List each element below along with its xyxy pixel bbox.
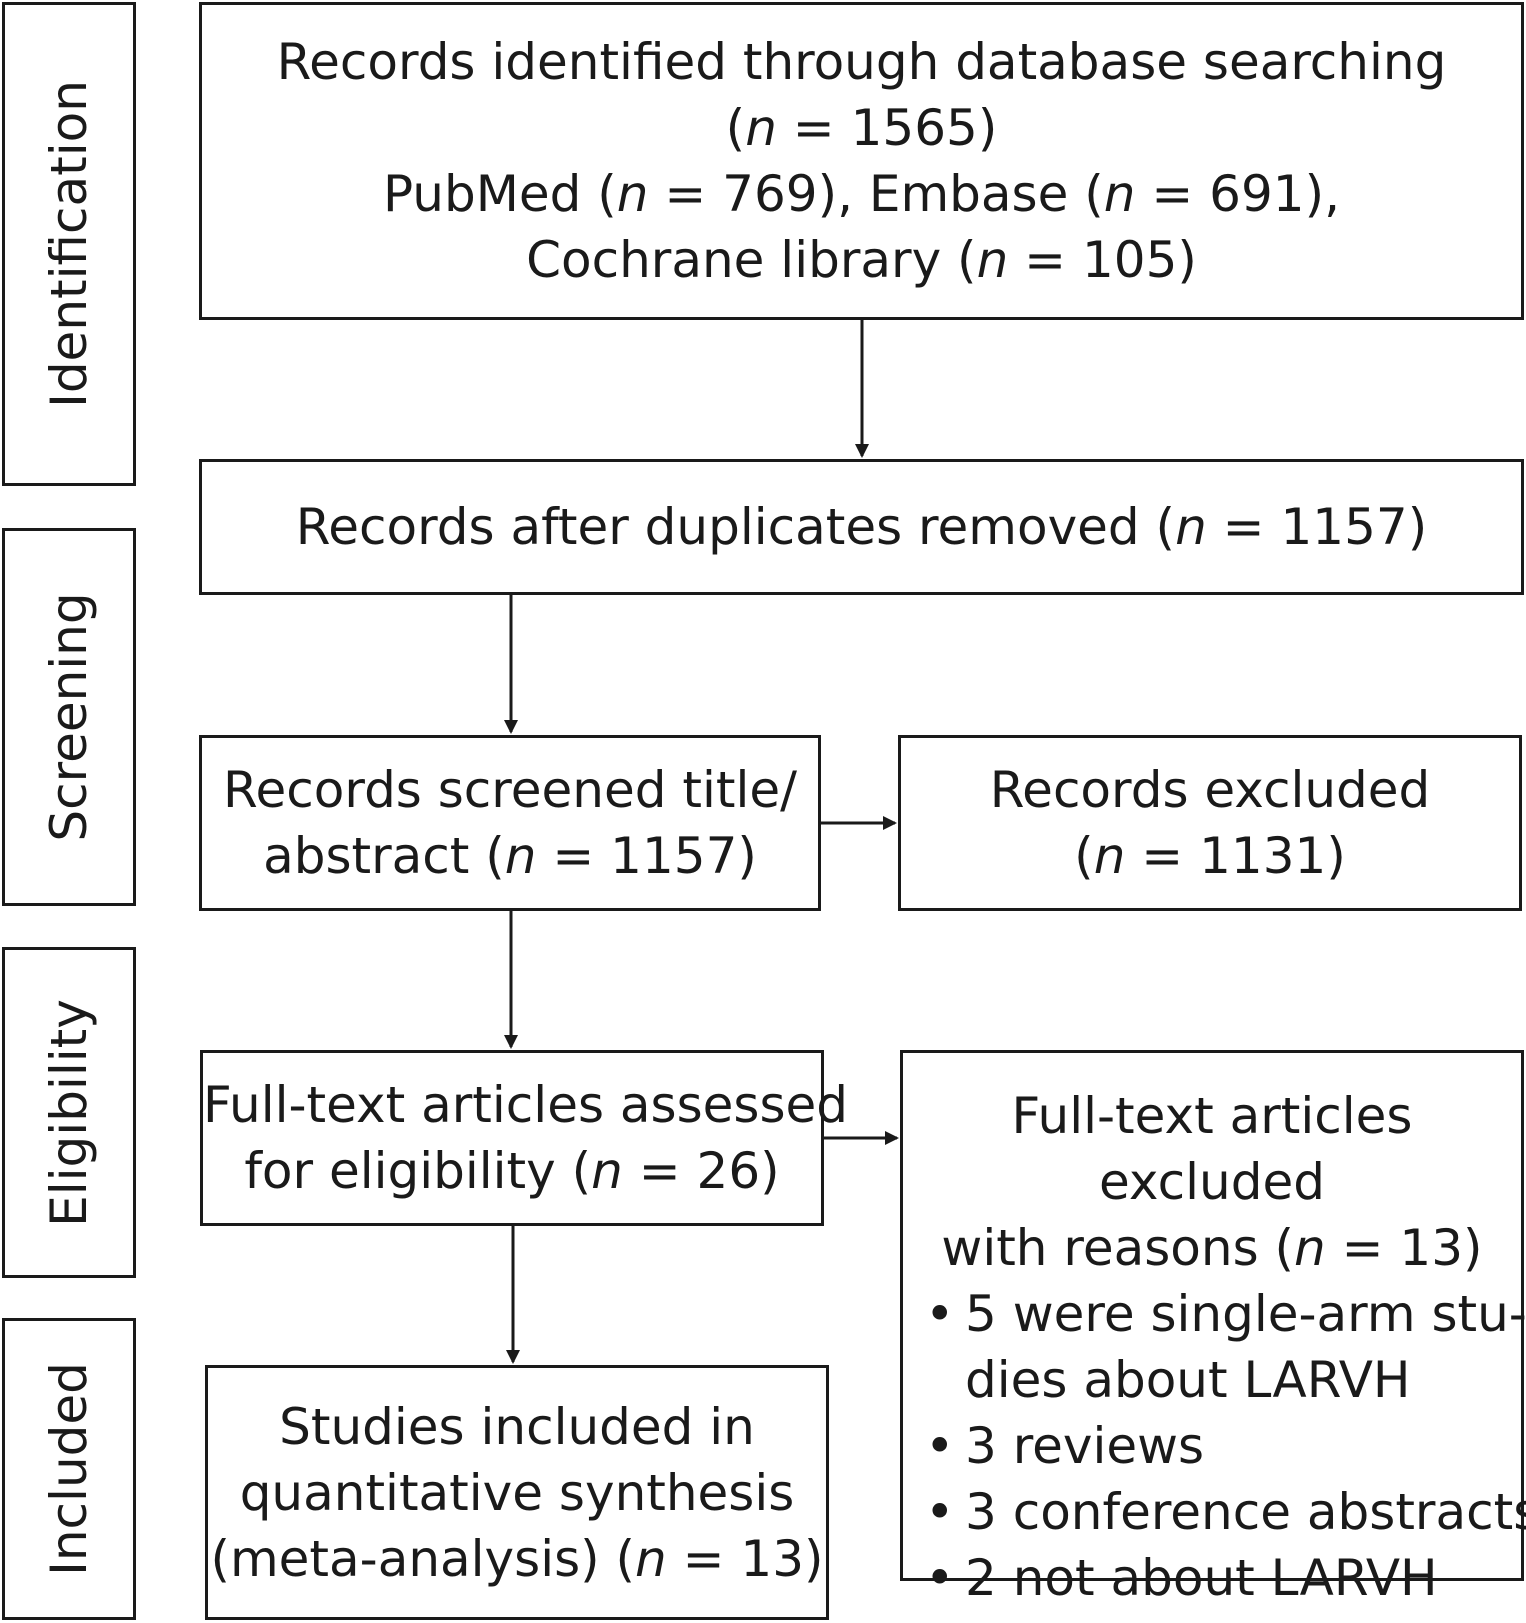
records-identified-total: (n = 1565) <box>725 99 998 157</box>
records-identified-title: Records identified through database sear… <box>276 33 1447 91</box>
stage-eligibility: Eligibility <box>2 947 136 1278</box>
records-after-duplicates-box: Records after duplicates removed (n = 11… <box>199 459 1524 595</box>
fulltext-excluded-title: Full-text articles excluded <box>1011 1087 1413 1211</box>
records-screened-count: abstract (n = 1157) <box>263 827 757 885</box>
exclusion-reasons-list: 5 were single-arm stu-dies about LARVH 3… <box>903 1281 1526 1611</box>
stage-included: Included <box>2 1318 136 1620</box>
records-identified-box: Records identified through database sear… <box>199 2 1524 320</box>
studies-included-line3: (meta-analysis) (n = 13) <box>210 1529 824 1588</box>
records-screened-box: Records screened title/ abstract (n = 11… <box>199 735 821 911</box>
stage-identification: Identification <box>2 2 136 486</box>
records-screened-title: Records screened title/ <box>223 761 797 819</box>
list-item: 3 reviews <box>925 1413 1521 1479</box>
studies-included-box: Studies included in quantitative synthes… <box>205 1365 829 1620</box>
fulltext-excluded-box: Full-text articles excluded with reasons… <box>900 1050 1526 1611</box>
records-identified-cochrane: Cochrane library (n = 105) <box>526 231 1197 289</box>
fulltext-assessed-title: Full-text articles assessed <box>203 1076 848 1134</box>
studies-included-line1: Studies included in <box>279 1397 755 1456</box>
stage-screening: Screening <box>2 528 136 906</box>
list-item: 2 not about LARVH <box>925 1545 1521 1611</box>
records-after-duplicates-text: Records after duplicates removed (n = 11… <box>295 498 1428 556</box>
studies-included-line2: quantitative synthesis <box>239 1463 795 1522</box>
fulltext-assessed-box: Full-text articles assessed for eligibil… <box>200 1050 848 1226</box>
fulltext-assessed-count: for eligibility (n = 26) <box>244 1142 780 1200</box>
records-excluded-count: (n = 1131) <box>1074 827 1346 885</box>
fulltext-excluded-count: with reasons (n = 13) <box>941 1219 1483 1277</box>
records-excluded-box: Records excluded (n = 1131) <box>898 735 1522 911</box>
records-excluded-title: Records excluded <box>989 761 1431 819</box>
records-identified-sources: PubMed (n = 769), Embase (n = 691), <box>383 165 1340 223</box>
list-item: 5 were single-arm stu-dies about LARVH <box>925 1281 1526 1413</box>
list-item: 3 conference abstracts <box>925 1479 1526 1545</box>
